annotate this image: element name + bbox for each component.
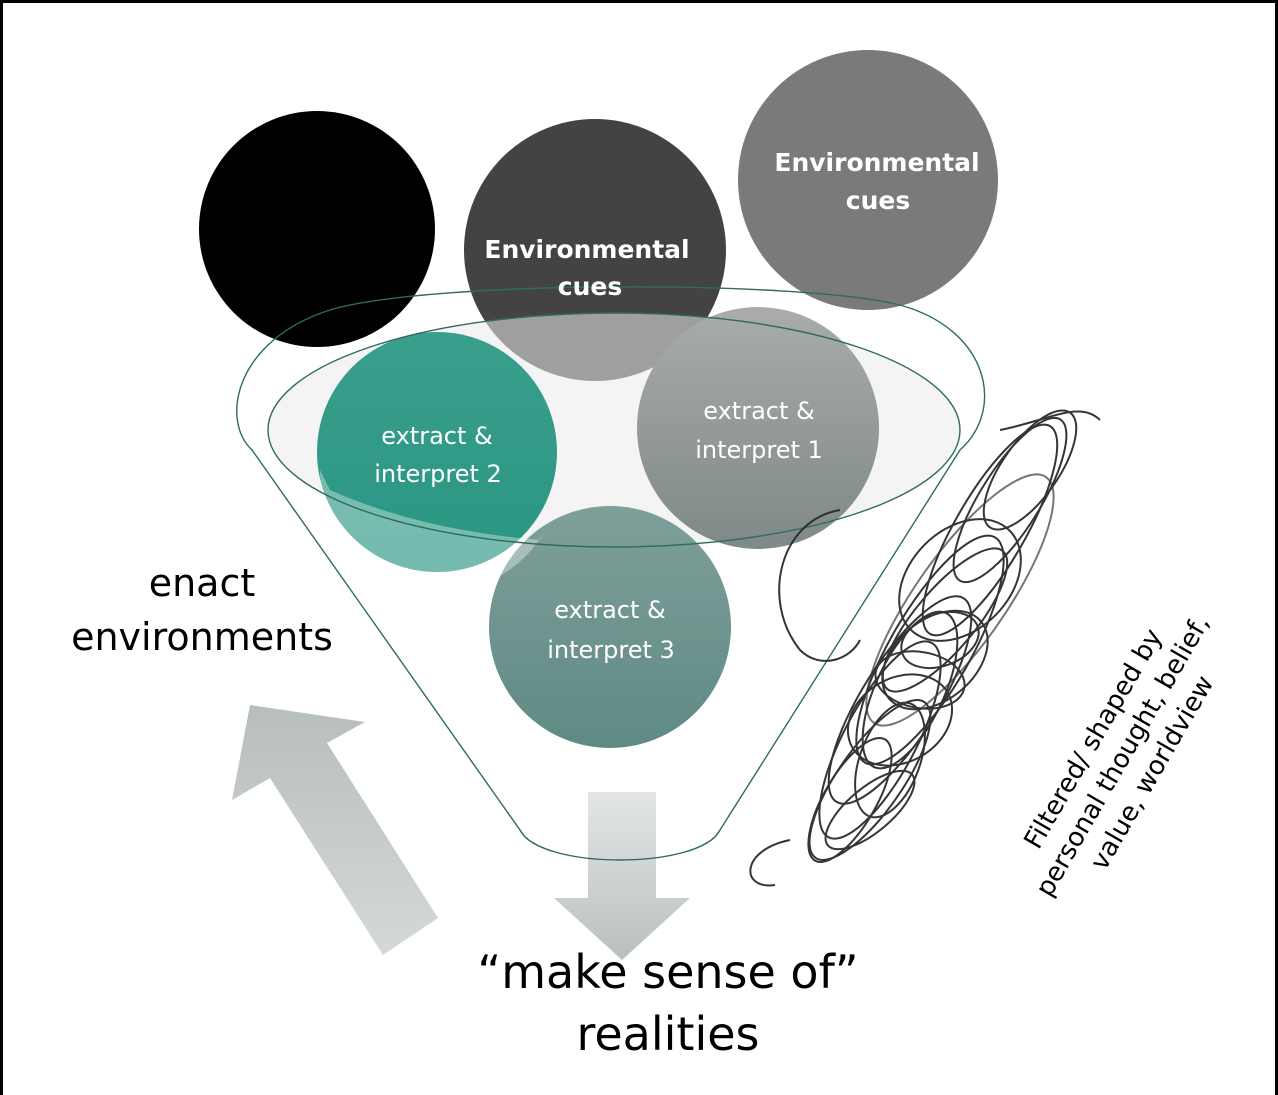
interpret-2-line2: interpret 2 — [374, 460, 502, 488]
make-sense-arrow — [554, 792, 690, 960]
scribble-loop — [982, 409, 1078, 531]
cue-label-grey-line2: cues — [846, 186, 910, 215]
scribble-loop — [824, 769, 916, 851]
enact-label-line1: enact — [149, 561, 256, 605]
enact-label-line2: environments — [71, 615, 333, 659]
scribble-loop — [854, 701, 926, 819]
interpret-circle-3 — [489, 506, 731, 748]
enact-arrow — [232, 705, 438, 955]
scribble-loop — [807, 737, 893, 863]
funnel-outline — [236, 286, 986, 861]
interpret-circle-1 — [637, 307, 879, 549]
funnel-tint — [319, 470, 550, 593]
funnel-mouth-outline — [267, 312, 961, 548]
scribble-loop — [846, 673, 954, 767]
scribble-tail — [999, 410, 1101, 431]
scribble-tail — [749, 839, 791, 887]
make-sense-label-line2: realities — [576, 1007, 759, 1061]
cue-circle-black — [199, 111, 435, 347]
scribble-loop — [952, 416, 1068, 584]
interpret-2-line1: extract & — [381, 422, 492, 450]
cue-label-dark-line2: cues — [558, 272, 622, 301]
cue-circle-grey — [738, 50, 998, 310]
filter-scribble — [749, 409, 1101, 887]
interpret-1-line2: interpret 1 — [695, 436, 823, 464]
cue-label-grey-line1: Environmental — [774, 148, 979, 177]
scribble-loop — [900, 610, 980, 670]
interpret-circle-2 — [317, 332, 557, 572]
interpret-3-line1: extract & — [554, 596, 665, 624]
scribble-tail — [778, 509, 861, 662]
scribble-loop — [874, 650, 966, 710]
interpret-3-line2: interpret 3 — [547, 636, 675, 664]
scribble-loop — [808, 699, 932, 861]
interpret-1-line1: extract & — [703, 397, 814, 425]
make-sense-label-line1: “make sense of” — [477, 945, 858, 999]
filter-label-line2: personal thought, belief, — [1030, 610, 1216, 902]
cue-label-dark-line1: Environmental — [484, 235, 689, 264]
scribble-loop — [881, 547, 1009, 693]
filter-label: Filtered/ shaped by personal thought, be… — [1019, 610, 1221, 902]
scribble-loop — [865, 473, 1055, 727]
scribble-loop — [855, 534, 1005, 766]
